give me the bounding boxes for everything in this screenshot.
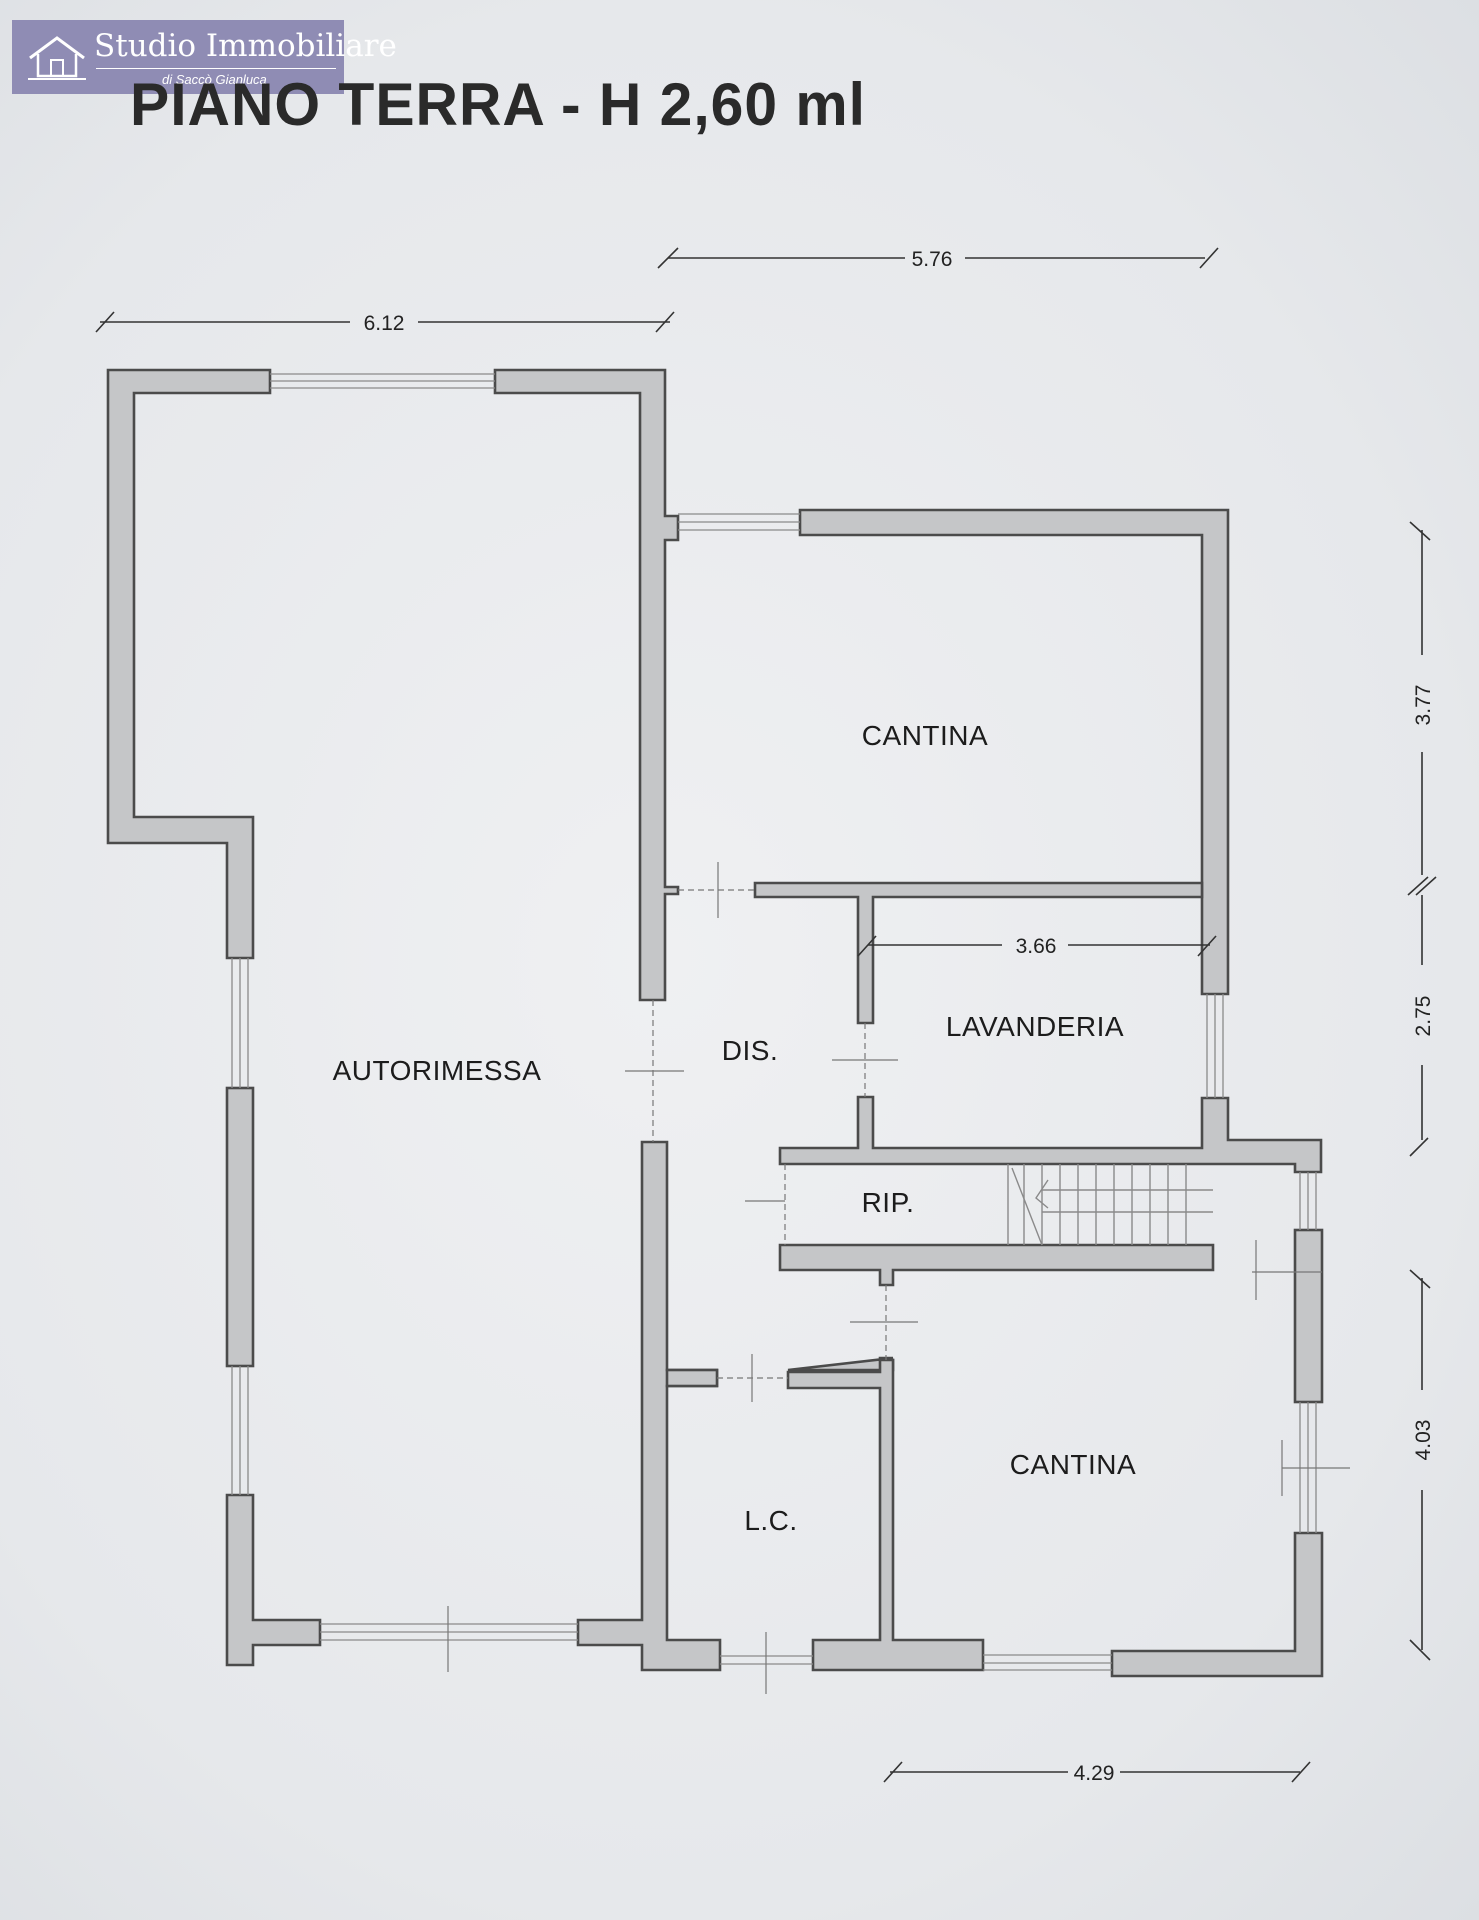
wall-autorimessa-northeast bbox=[493, 368, 680, 1002]
dim-top-left: 6.12 bbox=[95, 311, 675, 335]
dim-label-right-lower: 4.03 bbox=[1412, 1420, 1435, 1461]
room-label-dis: DIS. bbox=[722, 1035, 778, 1066]
window-autorimessa-west-2 bbox=[231, 1366, 249, 1495]
window-cantina-north bbox=[678, 513, 800, 531]
wall-cantina-north-top bbox=[798, 508, 1230, 996]
wall-lavanderia-rip bbox=[778, 1095, 1323, 1174]
dim-label-top-left: 6.12 bbox=[364, 312, 405, 335]
room-label-autorimessa: AUTORIMESSA bbox=[333, 1055, 542, 1086]
window-autorimessa-west-1 bbox=[231, 958, 249, 1088]
door-cantina-north bbox=[678, 862, 755, 918]
wall-lc-top-right bbox=[787, 1356, 895, 1372]
logo-rule bbox=[96, 68, 336, 69]
windows bbox=[231, 373, 1317, 1671]
wall-autorimessa-northwest bbox=[106, 368, 272, 960]
dim-label-inner-lavanderia: 3.66 bbox=[1016, 935, 1057, 958]
dim-right-chain: 3.77 2.75 4.03 bbox=[1407, 521, 1437, 1661]
staircase bbox=[1007, 1164, 1213, 1246]
house-icon bbox=[28, 36, 86, 80]
plan-title: PIANO TERRA - H 2,60 ml bbox=[130, 71, 866, 138]
dim-top-right: 5.76 bbox=[657, 247, 1219, 271]
window-lavanderia-east bbox=[1206, 994, 1224, 1098]
window-autorimessa-north bbox=[270, 373, 495, 389]
dim-label-top-right: 5.76 bbox=[912, 248, 953, 271]
door-markers bbox=[447, 862, 1350, 1694]
wall-cantina-south-east-upper bbox=[1293, 1228, 1324, 1404]
dim-inner-lavanderia: 3.66 bbox=[857, 935, 1217, 958]
agency-name: Studio Immobiliare bbox=[94, 28, 397, 64]
dim-label-bottom: 4.29 bbox=[1074, 1762, 1115, 1785]
dim-label-right-upper: 3.77 bbox=[1412, 685, 1435, 726]
window-cantina-south-bottom bbox=[983, 1654, 1112, 1671]
wall-autorimessa-southwest bbox=[225, 1493, 322, 1667]
agency-subtitle: di Saccò Gianluca bbox=[162, 72, 267, 87]
door-lavanderia bbox=[832, 1023, 898, 1097]
wall-central-south bbox=[576, 1140, 722, 1672]
wall-autorimessa-west-mid bbox=[225, 1086, 255, 1368]
door-rip bbox=[745, 1164, 786, 1245]
dimension-lines: 5.76 6.12 3.66 bbox=[95, 247, 1437, 1785]
room-label-cantina-south: CANTINA bbox=[1010, 1449, 1136, 1480]
door-lc bbox=[717, 1354, 788, 1402]
room-label-rip: RIP. bbox=[862, 1187, 915, 1218]
wall-lc-cantina-divider bbox=[786, 1358, 985, 1672]
door-cantina-east bbox=[1252, 1240, 1322, 1300]
room-labels: CANTINA LAVANDERIA AUTORIMESSA DIS. RIP.… bbox=[333, 720, 1136, 1536]
room-label-lavanderia: LAVANDERIA bbox=[946, 1011, 1124, 1042]
agency-logo: Studio Immobiliare di Saccò Gianluca bbox=[12, 20, 397, 94]
door-autorimessa-dis bbox=[625, 1000, 684, 1142]
door-cantina-east-2 bbox=[1281, 1440, 1350, 1496]
room-label-lc: L.C. bbox=[744, 1505, 797, 1536]
dim-label-right-middle: 2.75 bbox=[1412, 996, 1435, 1037]
door-cantina-south bbox=[850, 1285, 918, 1360]
window-autorimessa-south bbox=[320, 1623, 578, 1641]
wall-lc-top-left bbox=[665, 1368, 719, 1388]
wall-rip-south bbox=[778, 1243, 1215, 1287]
room-label-cantina-north: CANTINA bbox=[862, 720, 988, 751]
window-cantina-south-east-1 bbox=[1299, 1172, 1317, 1230]
dim-bottom: 4.29 bbox=[883, 1761, 1311, 1785]
walls bbox=[106, 368, 1324, 1678]
wall-cantina-lavanderia-divider bbox=[753, 881, 1204, 1025]
wall-cantina-south-southeast bbox=[1110, 1531, 1324, 1678]
